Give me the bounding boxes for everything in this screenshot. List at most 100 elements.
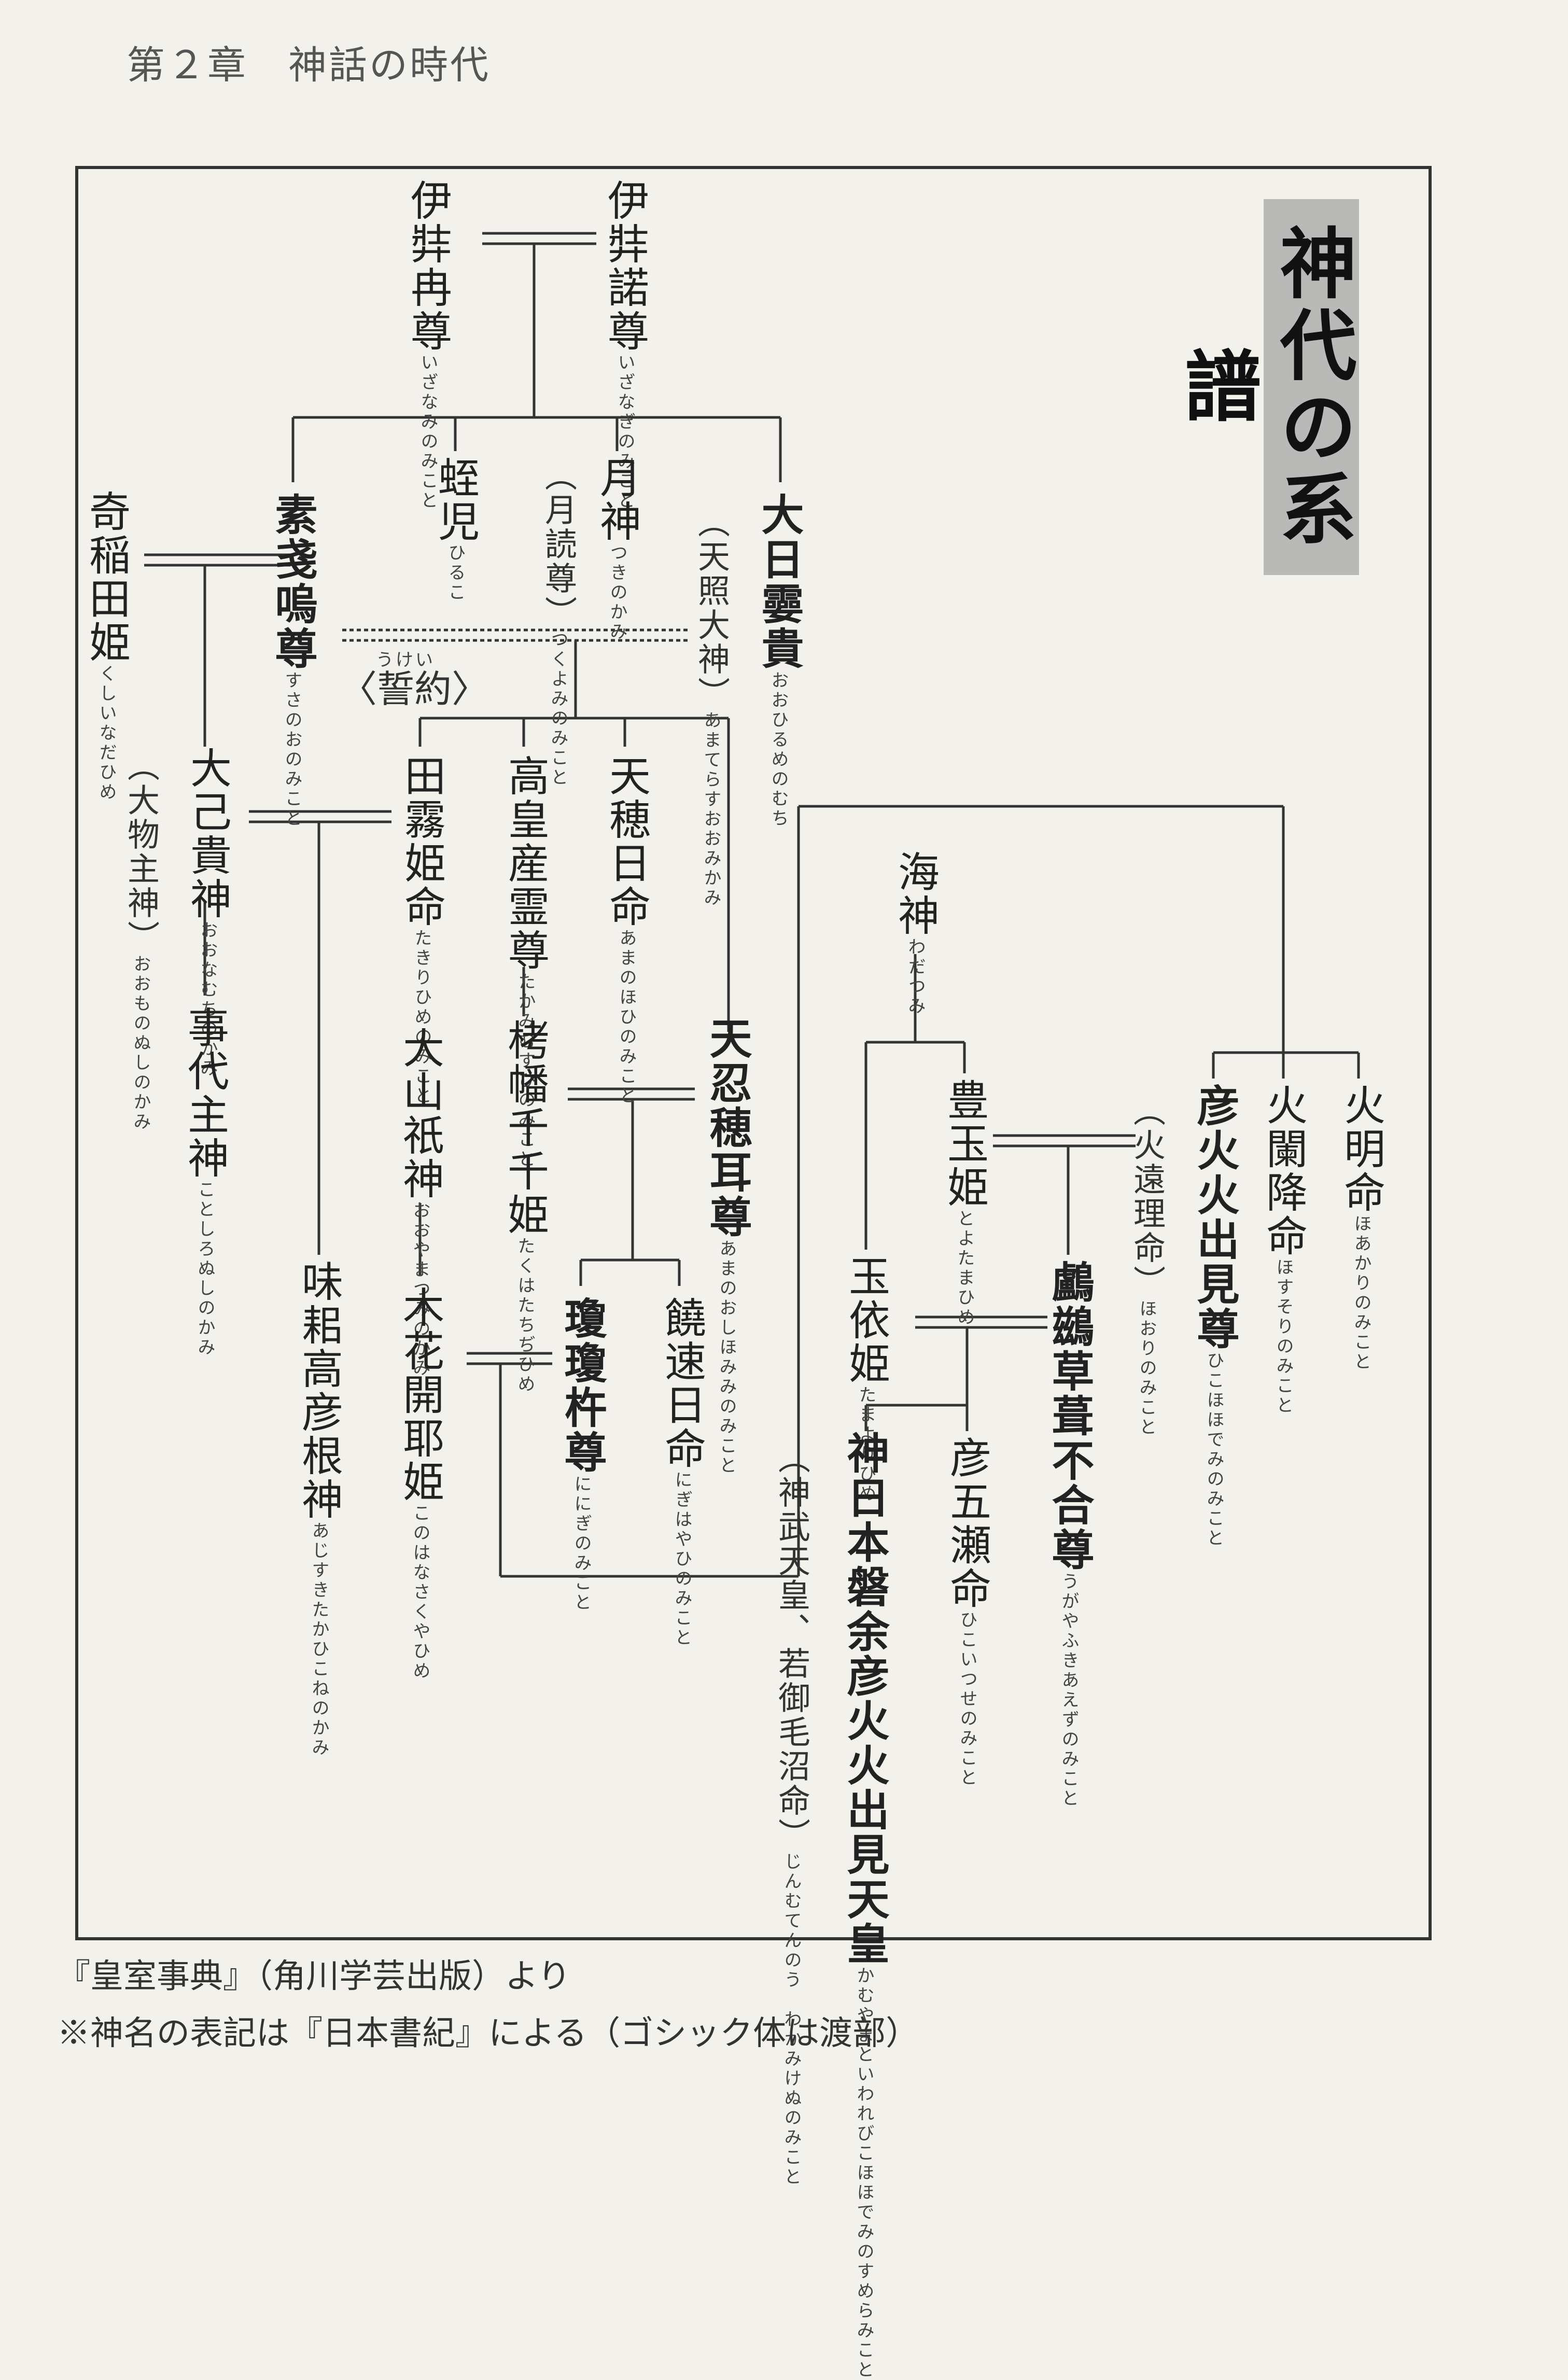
izanagi: 伊弉諾尊いざなぎのみこと	[601, 179, 649, 511]
toyotama-name: 豊玉姫	[941, 1079, 989, 1209]
ninigi: 瓊瓊杵尊ににぎのみこと	[557, 1296, 606, 1613]
watatsumi-name: 海神	[891, 850, 940, 937]
ohirume-alt-name: （天照大神）	[692, 506, 730, 711]
izanami: 伊弉冉尊いざなみのみこと	[404, 179, 452, 511]
tsukinokami-alt-name: （月読尊）	[539, 459, 577, 630]
ohirume-name: 大日孁貴	[754, 493, 803, 671]
tsukinokami-name: 月神	[593, 456, 641, 543]
nigihayahi: 饒速日命にぎはやひのみこと	[658, 1296, 706, 1648]
jimmu-alt-name: （神武天皇、若御毛沼命）	[773, 1441, 810, 1852]
izanami-ruby: いざなみのみこと	[417, 353, 438, 511]
hoakari: 火明命ほあかりのみこと	[1337, 1084, 1385, 1372]
onamuchi-name: 大己貴神	[184, 747, 232, 921]
jimmu-alt: （神武天皇、若御毛沼命）じんむてんのう わかみけぬのみこと	[773, 1441, 810, 2187]
ajisuki-name: 味耜高彦根神	[295, 1260, 343, 1521]
susanoo: 素戔嗚尊すさのおのみこと	[268, 493, 317, 829]
hosusori-ruby: ほすそりのみこと	[1273, 1258, 1294, 1416]
hoakari-name: 火明命	[1337, 1084, 1385, 1214]
itsuse: 彦五瀬命ひこいつせのみこと	[943, 1436, 991, 1788]
oyamatsumi-ruby: おおやまつみのかみ	[410, 1201, 430, 1378]
ugaya-name: 鸕鷀草葺不合尊	[1044, 1260, 1094, 1572]
ugaya-ruby: うがやふきあえずのみこと	[1058, 1572, 1079, 1809]
kushinada: 奇稲田姫くしいなだひめ	[82, 490, 131, 802]
genealogy-lines	[144, 232, 1360, 1578]
itsuse-ruby: ひこいつせのみこと	[957, 1611, 977, 1788]
itsuse-name: 彦五瀬命	[943, 1436, 991, 1611]
chart-title: 神代の系譜	[1171, 199, 1359, 575]
jimmu: 神日本磐余彦火火出見天皇かむやまといわれびこほほでみのすめらみこと	[839, 1431, 889, 2380]
kotoshironushi-ruby: ことしろぬしのかみ	[194, 1180, 215, 1357]
takamimusubi-name: 高皇産霊尊	[501, 754, 550, 972]
oshihomimi-name: 天忍穂耳尊	[702, 1016, 751, 1239]
ohirume-alt-ruby: あまてらすおおみかみ	[701, 711, 721, 908]
ohirume-alt: （天照大神）あまてらすおおみかみ	[692, 506, 730, 908]
tagiri: 田霧姫命たきりひめのみこと	[398, 754, 446, 1106]
takamimusubi-ruby: たかみむすひのみこと	[515, 972, 536, 1169]
oath-ruby: うけい	[376, 650, 435, 670]
izanagi-ruby: いざなぎのみこと	[614, 353, 635, 511]
oshihomimi-ruby: あまのおしほみみのみこと	[716, 1239, 737, 1476]
konohana-name: 木花開耶姫	[396, 1286, 444, 1504]
tsukinokami-alt: （月読尊）つくよみのみこと	[539, 459, 577, 788]
onamuchi-alt: （大物主神）おおものぬしのかみ	[122, 749, 160, 1132]
tsukinokami: 月神つきのかみ	[593, 456, 641, 642]
oath-label: 〈誓約〉	[340, 667, 489, 711]
amanohohi-name: 天穂日命	[603, 754, 651, 929]
oyamatsumi: 大山祇神おおやまつみのかみ	[396, 1027, 444, 1378]
takuhatachiji: 栲幡千千姫たくはたちぢひめ	[501, 1019, 549, 1394]
hohodemi-alt-name: （火遠理命）	[1128, 1094, 1166, 1299]
konohana-ruby: このはなさくやひめ	[410, 1504, 430, 1681]
nigihayahi-ruby: にぎはやひのみこと	[671, 1471, 692, 1648]
chapter-header: 第２章 神話の時代	[127, 43, 491, 88]
kotoshironushi-name: 事代主神	[181, 1006, 229, 1180]
takuhatachiji-name: 栲幡千千姫	[501, 1019, 549, 1237]
izanagi-name: 伊弉諾尊	[601, 179, 649, 353]
tamayori-name: 玉依姫	[842, 1255, 890, 1385]
hosusori: 火闌降命ほすそりのみこと	[1259, 1084, 1308, 1416]
hosusori-name: 火闌降命	[1259, 1084, 1308, 1258]
ninigi-ruby: ににぎのみこと	[571, 1475, 592, 1613]
amanohohi-ruby: あまのほひのみこと	[616, 929, 637, 1106]
takamimusubi: 高皇産霊尊たかみむすひのみこと	[501, 754, 550, 1169]
hohodemi-alt: （火遠理命）ほおりのみこと	[1128, 1094, 1166, 1437]
ninigi-name: 瓊瓊杵尊	[557, 1296, 606, 1475]
hiruko-name: 蛭児	[431, 456, 480, 543]
hiruko: 蛭児ひるこ	[431, 456, 480, 603]
takuhatachiji-ruby: たくはたちぢひめ	[514, 1237, 535, 1394]
hiruko-ruby: ひるこ	[445, 543, 466, 603]
tsukinokami-alt-ruby: つくよみのみこと	[548, 630, 568, 788]
toyotama: 豊玉姫とよたまひめ	[941, 1079, 989, 1327]
izanami-name: 伊弉冉尊	[404, 179, 452, 353]
ohirume-ruby: おおひるめのむち	[768, 671, 789, 829]
oyamatsumi-name: 大山祇神	[396, 1027, 444, 1201]
genealogy-frame	[75, 166, 1432, 1940]
hoakari-ruby: ほあかりのみこと	[1351, 1214, 1371, 1372]
tamayori: 玉依姫たまよりひめ	[842, 1255, 890, 1504]
hohodemi-alt-ruby: ほおりのみこと	[1136, 1299, 1157, 1437]
footnote-note: ※神名の表記は『日本書紀』による（ゴシック体は渡部）	[57, 2014, 919, 2053]
susanoo-name: 素戔嗚尊	[268, 493, 317, 671]
watatsumi-ruby: わだつみ	[905, 937, 926, 1016]
kushinada-ruby: くしいなだひめ	[96, 664, 117, 802]
onamuchi-alt-ruby: おおものぬしのかみ	[130, 955, 151, 1132]
toyotama-ruby: とよたまひめ	[954, 1209, 975, 1327]
kushinada-name: 奇稲田姫	[82, 490, 131, 664]
watatsumi: 海神わだつみ	[891, 850, 940, 1016]
ugaya: 鸕鷀草葺不合尊うがやふきあえずのみこと	[1044, 1260, 1094, 1809]
ajisuki-ruby: あじすきたかひこねのかみ	[309, 1521, 329, 1758]
jimmu-name: 神日本磐余彦火火出見天皇	[839, 1431, 889, 1966]
ohirume: 大日孁貴おおひるめのむち	[754, 493, 803, 829]
onamuchi-alt-name: （大物主神）	[122, 749, 160, 955]
oshihomimi: 天忍穂耳尊あまのおしほみみのみこと	[702, 1016, 751, 1476]
tsukinokami-ruby: つきのかみ	[607, 543, 627, 642]
susanoo-ruby: すさのおのみこと	[282, 671, 302, 829]
onamuchi: 大己貴神おおなむちのかみ	[184, 747, 232, 1079]
hohodemi-ruby: ひこほほでみのみこと	[1203, 1351, 1224, 1548]
tamayori-ruby: たまよりひめ	[856, 1385, 876, 1504]
konohana: 木花開耶姫このはなさくやひめ	[396, 1286, 444, 1681]
ajisuki: 味耜高彦根神あじすきたかひこねのかみ	[295, 1260, 343, 1758]
kotoshironushi: 事代主神ことしろぬしのかみ	[181, 1006, 229, 1357]
onamuchi-ruby: おおなむちのかみ	[197, 921, 218, 1079]
hohodemi-name: 彦火火出見尊	[1189, 1084, 1239, 1351]
hohodemi: 彦火火出見尊ひこほほでみのみこと	[1189, 1084, 1239, 1548]
